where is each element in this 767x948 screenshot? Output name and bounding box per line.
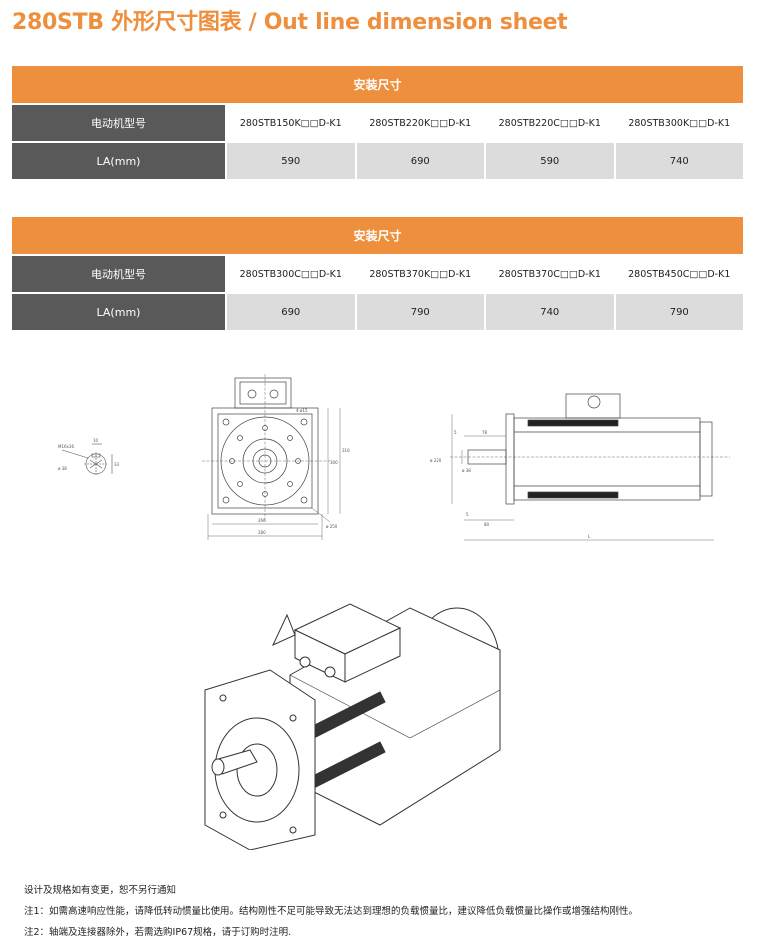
shaft-dim-label: 10 — [93, 438, 99, 443]
dimension-table-2: 安装尺寸 电动机型号 280STB300C□□D-K1 280STB370K□□… — [12, 217, 743, 330]
shaft-dim-label: M16x36 — [58, 444, 74, 449]
side-dim-label: 78 — [482, 430, 488, 435]
shaft-dim-label: 33 — [114, 462, 120, 467]
notes-section: 设计及规格如有变更，恕不另行通知 注1：如需高速响应性能，请降低转动惯量比使用。… — [24, 880, 744, 943]
la-cell: 790 — [356, 294, 484, 330]
model-label: 电动机型号 — [12, 256, 225, 292]
front-dim-label: 280 — [258, 530, 266, 535]
la-label: LA(mm) — [12, 143, 225, 179]
model-row: 电动机型号 280STB150K□□D-K1 280STB220K□□D-K1 … — [12, 105, 743, 141]
side-dim-label: L — [588, 534, 591, 539]
side-dim-label: ø 220 — [430, 458, 442, 463]
la-label: LA(mm) — [12, 294, 225, 330]
side-dim-label: 80 — [484, 522, 490, 527]
front-view-drawing: 4-ø15 266 280 300 316 ø 250 — [200, 372, 360, 547]
model-cell: 280STB450C□□D-K1 — [615, 256, 743, 292]
note-line: 注1：如需高速响应性能，请降低转动惯量比使用。结构刚性不足可能导致无法达到理想的… — [24, 906, 639, 917]
note-line: 设计及规格如有变更，恕不另行通知 — [24, 885, 177, 896]
model-cell: 280STB370C□□D-K1 — [486, 256, 614, 292]
motor-isometric-drawing — [195, 590, 525, 850]
la-cell: 740 — [615, 143, 743, 179]
la-cell: 590 — [486, 143, 614, 179]
front-dim-label: ø 250 — [326, 524, 338, 529]
side-dim-label: 5 — [466, 512, 469, 517]
model-label: 电动机型号 — [12, 105, 225, 141]
shaft-end-drawing: M16x36 ø 38 10 33 — [52, 430, 132, 490]
side-view-drawing: 5 78 ø 220 ø 38 80 5 L — [410, 380, 740, 550]
page-title: 280STB 外形尺寸图表 / Out line dimension sheet — [12, 10, 568, 35]
la-row: LA(mm) 690 790 740 790 — [12, 294, 743, 330]
front-dim-label: 266 — [258, 518, 266, 523]
note-line: 注2：轴端及连接器除外，若需选购IP67规格，请于订购时注明. — [24, 927, 292, 938]
la-row: LA(mm) 590 690 590 740 — [12, 143, 743, 179]
front-dim-label: 300 — [330, 460, 338, 465]
table-header: 安装尺寸 — [12, 66, 743, 103]
model-row: 电动机型号 280STB300C□□D-K1 280STB370K□□D-K1 … — [12, 256, 743, 292]
side-dim-label: 5 — [454, 430, 457, 435]
la-cell: 690 — [356, 143, 484, 179]
dimension-table-1: 安装尺寸 电动机型号 280STB150K□□D-K1 280STB220K□□… — [12, 66, 743, 179]
model-cell: 280STB300C□□D-K1 — [227, 256, 355, 292]
shaft-dim-label: ø 38 — [58, 466, 67, 471]
table-header: 安装尺寸 — [12, 217, 743, 254]
model-cell: 280STB150K□□D-K1 — [227, 105, 355, 141]
la-cell: 590 — [227, 143, 355, 179]
model-cell: 280STB220C□□D-K1 — [486, 105, 614, 141]
front-dim-label: 316 — [342, 448, 350, 453]
front-dim-label: 4-ø15 — [296, 408, 308, 413]
model-cell: 280STB220K□□D-K1 — [356, 105, 484, 141]
la-cell: 690 — [227, 294, 355, 330]
model-cell: 280STB300K□□D-K1 — [615, 105, 743, 141]
model-cell: 280STB370K□□D-K1 — [356, 256, 484, 292]
la-cell: 790 — [615, 294, 743, 330]
la-cell: 740 — [486, 294, 614, 330]
side-dim-label: ø 38 — [462, 468, 471, 473]
